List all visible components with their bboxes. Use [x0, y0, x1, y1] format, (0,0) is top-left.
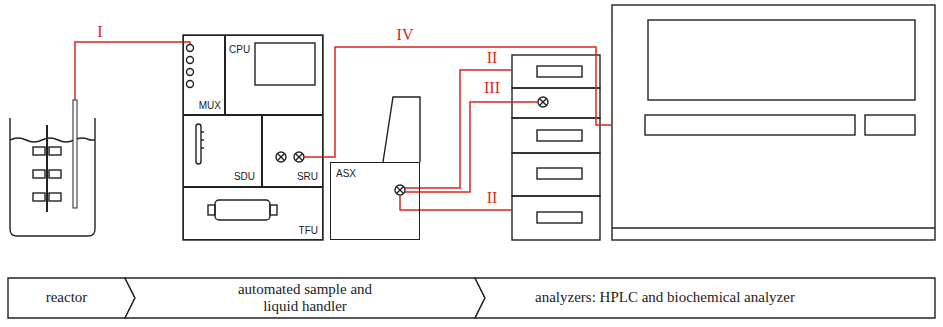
tubing-line [405, 102, 538, 192]
autosampler-tower [383, 97, 420, 195]
band-shape [475, 278, 935, 318]
process-band: automated sample and liquid handler [125, 278, 485, 318]
reactor-vessel [10, 100, 95, 236]
line-number: II [487, 190, 498, 206]
handler-housing [183, 35, 323, 240]
band-shape [8, 278, 135, 318]
line-number: I [97, 24, 102, 40]
tubing-line [304, 47, 612, 157]
biochemical-analyzer [612, 5, 935, 240]
step-label: analyzers: HPLC and biochemical analyzer [535, 289, 795, 306]
line-number: IV [397, 27, 414, 43]
line-number: III [484, 80, 500, 96]
process-band: reactor [8, 278, 135, 318]
module-label: SDU [234, 171, 255, 182]
module-label: TFU [299, 225, 318, 236]
module-panel: MUX [183, 35, 225, 115]
step-label: automated sample and liquid handler [238, 281, 373, 316]
module-panel: CPU [225, 35, 323, 115]
tubing-line [405, 70, 512, 188]
module-panel: SRU [262, 115, 323, 187]
hplc-stack [512, 55, 600, 240]
module-label: MUX [199, 100, 221, 111]
module-label: ASX [336, 168, 356, 179]
line-number: II [487, 50, 498, 66]
step-label: reactor [46, 289, 88, 306]
band-shape [125, 278, 485, 318]
module-panel: TFU [183, 187, 323, 240]
autosampler-box: ASX [330, 162, 420, 240]
tubing-line [75, 42, 190, 100]
module-label: CPU [229, 44, 250, 55]
module-label: SRU [297, 171, 318, 182]
module-panel: SDU [183, 115, 262, 187]
process-band: analyzers: HPLC and biochemical analyzer [475, 278, 935, 318]
